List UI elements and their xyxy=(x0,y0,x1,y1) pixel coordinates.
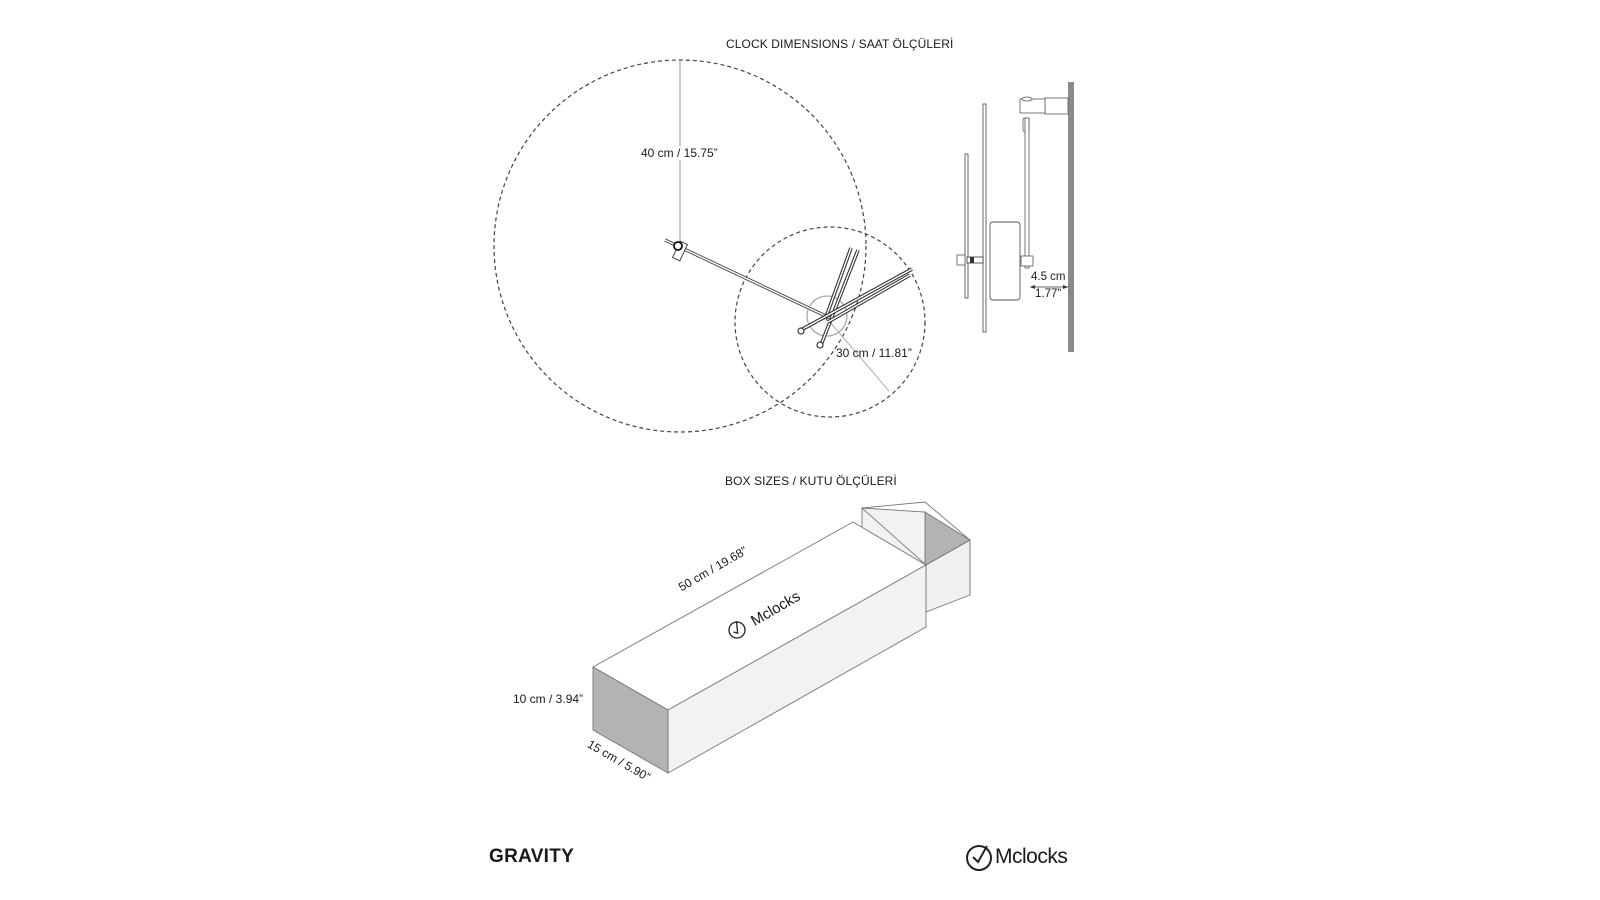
brand-name: Mclocks xyxy=(995,845,1068,868)
small-hand-radius-circle xyxy=(734,226,926,418)
footer-brand-icon xyxy=(966,845,992,871)
box-sizes-title: BOX SIZES / KUTU ÖLÇÜLERİ xyxy=(725,474,897,488)
clock-dimensions-title: CLOCK DIMENSIONS / SAAT ÖLÇÜLERİ xyxy=(726,37,954,51)
product-name: GRAVITY xyxy=(489,846,575,867)
clock-check-icon xyxy=(728,621,746,639)
depth-label-in: 1.77” xyxy=(1035,288,1062,300)
small-diameter-label: 30 cm / 11.81” xyxy=(836,346,912,360)
pendulum-arm xyxy=(664,238,831,320)
large-diameter-label: 40 cm / 15.75” xyxy=(640,146,719,160)
minute-hand xyxy=(797,267,913,335)
clock-hub xyxy=(806,295,848,337)
sleeve-end xyxy=(592,666,669,774)
box-logo xyxy=(728,621,746,639)
clock-check-icon xyxy=(966,845,992,871)
hour-hand xyxy=(816,247,860,349)
small-radius-dimension-line xyxy=(829,321,890,392)
depth-label-cm: 4.5 cm xyxy=(1031,271,1066,283)
clock-side-view xyxy=(956,82,1074,352)
clock-front-view xyxy=(493,59,926,433)
box-height-label: 10 cm / 3.94” xyxy=(513,692,584,706)
wall xyxy=(1068,82,1074,352)
large-hand-radius-circle xyxy=(493,59,867,433)
box-drawing xyxy=(592,501,971,774)
